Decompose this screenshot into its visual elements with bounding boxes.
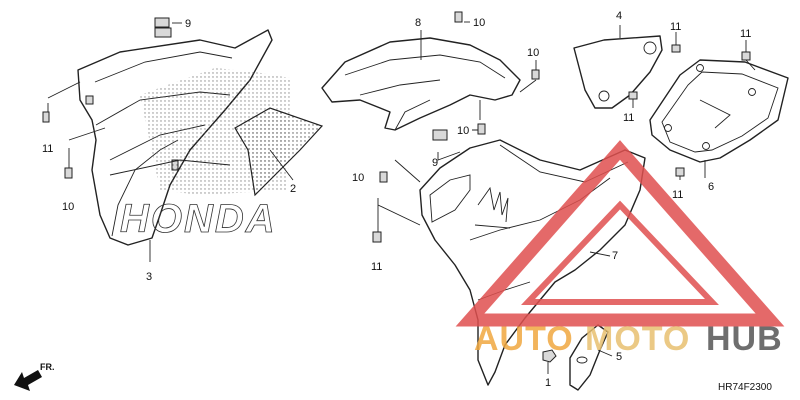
leader-lines <box>47 21 756 374</box>
fasteners <box>42 11 751 243</box>
part-8-top-cover <box>321 37 521 131</box>
part-6-panel-frame <box>649 59 789 163</box>
callout-5-small-cover: 5 <box>616 351 622 363</box>
callout-10-center-clip: 10 <box>457 125 469 137</box>
callout-11-lower-screw: 11 <box>672 189 683 201</box>
part-1-bolt <box>542 349 557 363</box>
callout-6-panel-frame: 6 <box>708 181 714 193</box>
callout-11-far-right-screw: 11 <box>740 28 751 40</box>
callout-3-side-cover: 3 <box>146 271 152 283</box>
callout-9-center-grommet: 9 <box>432 157 438 169</box>
watermark-auto: AUTO <box>474 320 574 358</box>
front-marker-label: FR. <box>40 362 55 372</box>
watermark-hub: HUB <box>706 320 783 358</box>
callout-4-cover-plate: 4 <box>616 10 622 22</box>
part-2-decal-sheet <box>234 107 324 197</box>
callout-10-mid-clip: 10 <box>527 47 539 59</box>
callout-11-front-screw: 11 <box>371 261 382 273</box>
part-5-small-cover <box>569 324 609 391</box>
callout-1-bolt: 1 <box>545 377 551 389</box>
watermark-moto: MOTO <box>585 320 690 358</box>
callout-10-left-clip: 10 <box>62 201 74 213</box>
part-4-cover-plate <box>573 35 663 109</box>
callout-10-front-clip: 10 <box>352 172 364 184</box>
callout-8-top-cover: 8 <box>415 17 421 29</box>
callout-11-right-top-screw: 11 <box>670 21 681 33</box>
part-7-side-cover <box>419 139 646 386</box>
honda-brand-decal: HONDA <box>120 197 277 241</box>
callout-7-side-cover: 7 <box>612 250 618 262</box>
callout-labels: 9 11 10 3 2 8 10 10 10 9 10 11 4 11 11 1… <box>42 10 751 389</box>
front-direction-arrow: FR. <box>14 362 55 391</box>
callout-2-decal: 2 <box>290 183 296 195</box>
callout-10-top-clip: 10 <box>473 17 485 29</box>
callout-9-left-grommet: 9 <box>185 18 191 30</box>
callout-11-plate-screw: 11 <box>623 112 634 124</box>
callout-11-left-screw: 11 <box>42 143 53 155</box>
diagram-code: HR74F2300 <box>718 382 772 393</box>
automotohub-watermark: AUTO MOTO HUB <box>455 140 785 358</box>
